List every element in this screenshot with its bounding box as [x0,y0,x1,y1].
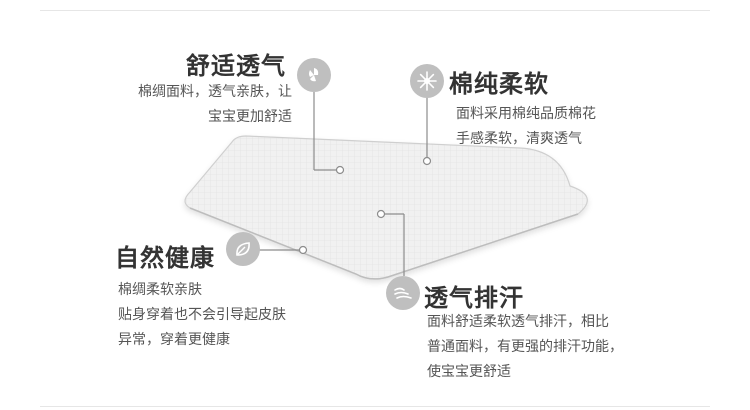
leaf-icon [226,232,260,266]
desc-line: 异常，穿着更健康 [118,332,230,348]
desc-line: 普通面料，有更强的排汗功能， [427,339,623,355]
top-divider [40,10,710,11]
feature-title-soft: 棉纯柔软 [449,70,549,98]
feature-desc-sweat: 面料舒适柔软透气排汗，相比 普通面料，有更强的排汗功能， 使宝宝更舒适 [427,310,623,385]
sparkle-icon [410,64,444,98]
mat-edge [189,207,579,280]
feature-title-breathable: 舒适透气 [186,52,286,80]
connector-sweat [376,209,405,276]
desc-line: 使宝宝更舒适 [427,364,511,380]
connector-soft [422,96,432,166]
connector-healthy [258,245,308,255]
feature-title-sweat: 透气排汗 [424,284,524,312]
desc-line: 面料采用棉纯品质棉花 [456,106,596,122]
desc-line: 贴身穿着也不会引导起皮肤 [118,307,286,323]
desc-line: 棉绸面料，透气亲肤，让 [138,84,292,100]
fan-leaf-icon [297,58,331,92]
mat-shape [184,135,588,280]
feature-desc-breathable: 棉绸面料，透气亲肤，让 宝宝更加舒适 [96,80,292,130]
desc-line: 棉绸柔软亲肤 [118,282,202,298]
feature-title-healthy: 自然健康 [115,244,215,272]
desc-line: 手感柔软，清爽透气 [456,131,582,147]
feature-desc-soft: 面料采用棉纯品质棉花 手感柔软，清爽透气 [456,102,596,152]
bottom-divider [40,406,710,407]
desc-line: 宝宝更加舒适 [208,109,292,125]
desc-line: 面料舒适柔软透气排汗，相比 [427,314,609,330]
breathe-icon [386,276,420,310]
connector-breathable [313,92,345,175]
feature-desc-healthy: 棉绸柔软亲肤 贴身穿着也不会引导起皮肤 异常，穿着更健康 [118,278,286,353]
